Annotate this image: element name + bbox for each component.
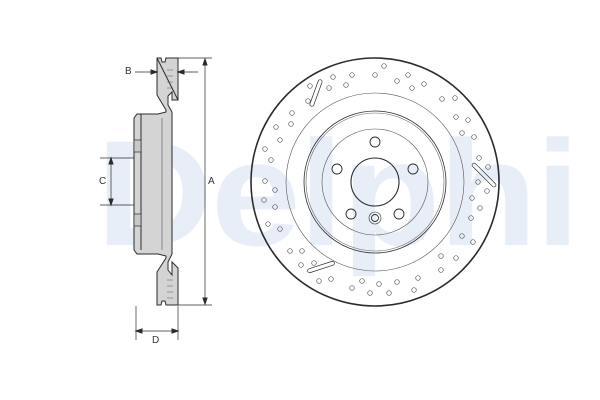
side-section-view xyxy=(100,57,212,340)
centre-bore xyxy=(350,157,400,207)
dimension-label-b: B xyxy=(125,66,132,77)
disc-outer-edge xyxy=(250,57,500,307)
dimension-label-c: C xyxy=(99,176,107,187)
dimension-label-a: A xyxy=(208,176,215,187)
front-disc-view xyxy=(250,57,500,307)
cross-drilled-holes xyxy=(261,63,491,296)
dimension-label-d: D xyxy=(152,335,160,346)
disc-slots xyxy=(307,79,497,274)
